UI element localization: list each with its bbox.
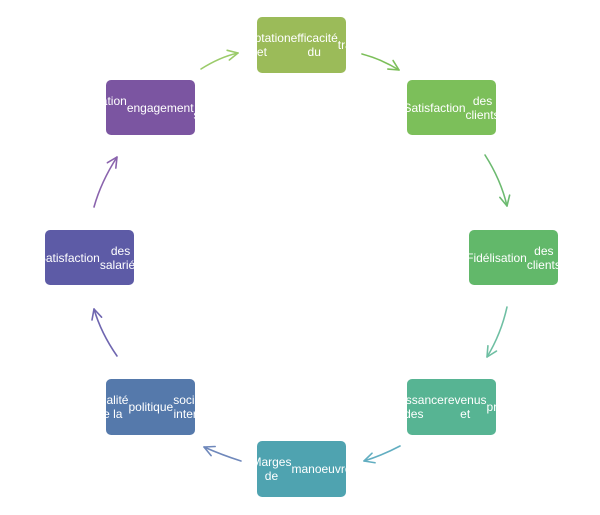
node-fidelisation-salaries: Fidélisation et engagement des salariés <box>66 80 235 135</box>
node-line: profits <box>486 400 520 414</box>
node-satisfaction-salaries: Satisfaction des salariés <box>38 230 141 285</box>
arrowhead-icon <box>387 59 400 71</box>
node-qualite: Qualité de la politique sociale interne <box>90 379 211 435</box>
cycle-arrow-line <box>484 154 508 207</box>
arrowhead-icon <box>106 156 118 169</box>
node-line: Croissance des <box>383 393 444 421</box>
node-line: Fidélisation et <box>66 93 127 122</box>
node-line: Marges de <box>251 455 292 483</box>
node-line: sociale interne <box>173 393 211 421</box>
node-line: Fidélisation <box>466 250 527 265</box>
arrowhead-icon <box>91 308 103 321</box>
node-line: revenus et <box>443 393 487 421</box>
node-adaptation: Adaptation et efficacité du travail <box>233 17 370 73</box>
arrowhead-icon <box>226 49 239 61</box>
cycle-arrow-line <box>363 445 401 462</box>
node-marges: Marges de manoeuvre <box>251 441 352 497</box>
cycle-arrow-line <box>203 446 242 462</box>
node-line: Adaptation et <box>233 31 291 59</box>
node-line: manoeuvre <box>291 462 352 476</box>
node-satisfaction-clients: Satisfaction des clients <box>403 80 500 135</box>
node-line: des salariés <box>99 243 142 272</box>
node-line: des clients <box>465 93 500 122</box>
arrowhead-icon <box>486 345 498 358</box>
node-fidelisation-clients: Fidélisation des clients <box>466 230 561 285</box>
cycle-arrow-line <box>361 53 400 71</box>
arrowhead-icon <box>363 452 376 464</box>
cycle-arrow-line <box>200 52 239 70</box>
node-line: engagement <box>126 100 194 115</box>
cycle-arrow-line <box>93 308 118 357</box>
arrowhead-icon <box>499 194 511 207</box>
node-line: Qualité de la <box>90 393 129 421</box>
cycle-arrow-line <box>93 156 118 208</box>
node-croissance: Croissance des revenus et profits <box>384 379 519 435</box>
node-line: des clients <box>526 243 561 272</box>
node-line: travail <box>337 38 370 52</box>
node-line: des salariés <box>193 93 235 122</box>
node-line: efficacité du <box>290 31 338 59</box>
node-line: Satisfaction <box>403 100 466 115</box>
arrowhead-icon <box>203 445 216 457</box>
cycle-arrow-line <box>486 306 508 358</box>
node-line: Satisfaction <box>37 250 100 265</box>
node-line: politique <box>128 400 174 414</box>
